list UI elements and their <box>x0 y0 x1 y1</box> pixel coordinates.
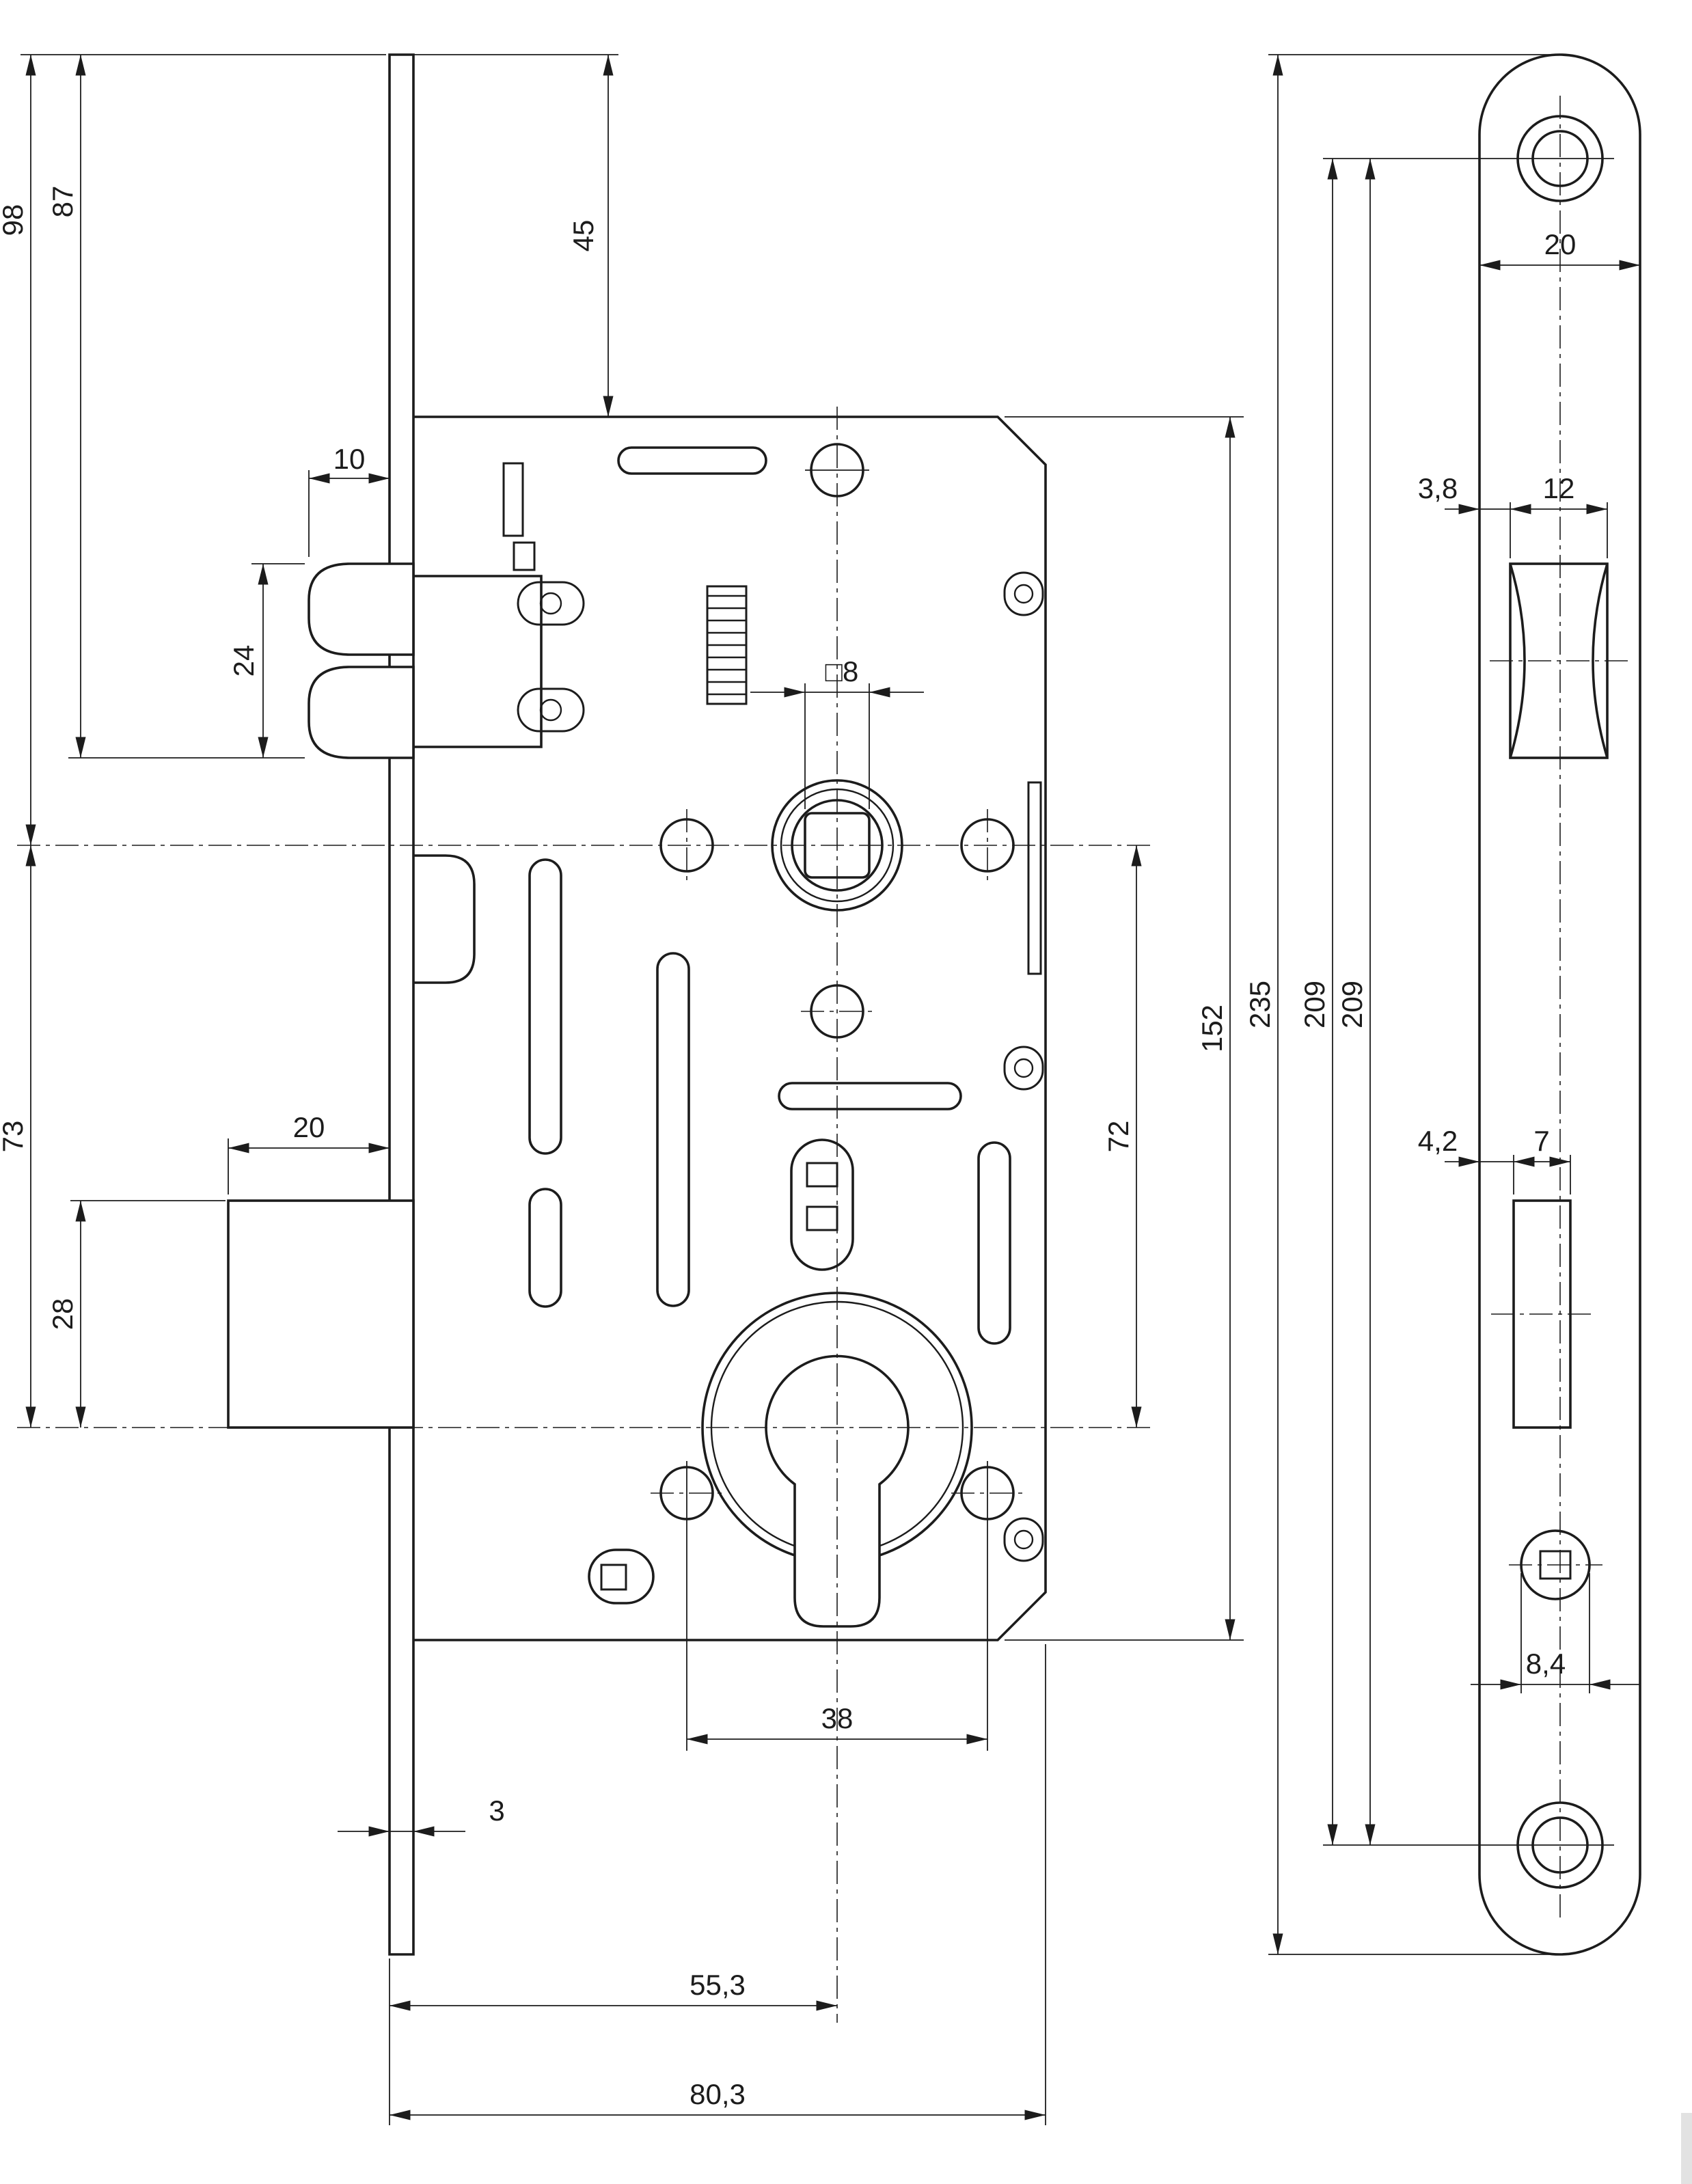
dim-square-8: □8 <box>750 655 924 809</box>
dim-72-label: 72 <box>1102 1121 1134 1153</box>
deadbolt <box>227 1199 415 1429</box>
latch-spring <box>706 585 748 705</box>
dim-20-plate-label: 20 <box>1544 228 1577 260</box>
dim-3-8: 3,8 <box>1418 472 1510 515</box>
rivet-bottom-right <box>1003 1517 1044 1562</box>
dim-98: 98 <box>0 54 386 845</box>
dim-55-3-label: 55,3 <box>690 1969 746 2001</box>
dim-10-label: 10 <box>333 443 366 475</box>
dim-98-label: 98 <box>0 204 29 236</box>
plate-bracket <box>413 854 476 984</box>
dim-38-label: 38 <box>821 1702 854 1734</box>
case-details <box>413 443 1044 1605</box>
slot-horizontal <box>778 1082 962 1110</box>
dim-3-label: 3 <box>489 1794 504 1827</box>
centerlines <box>17 407 1155 2023</box>
lock-case-outline <box>413 415 1047 1641</box>
rivet-top-right <box>1003 571 1044 616</box>
watermark-strip <box>1681 2113 1692 2184</box>
switch-block <box>790 1138 854 1271</box>
dim-28: 28 <box>46 1200 226 1428</box>
dim-235: 235 <box>1244 54 1561 1955</box>
faceplate-side <box>388 53 415 1956</box>
dim-209-a: 209 <box>1298 158 1614 1846</box>
dim-87-label: 87 <box>46 186 79 218</box>
dim-4-2-label: 4,2 <box>1418 1125 1458 1157</box>
dim-7-label: 7 <box>1533 1125 1549 1157</box>
latch-boss-bottom <box>517 687 585 733</box>
dimensions: 98 87 45 10 24 <box>0 54 1244 2125</box>
dim-24-label: 24 <box>228 645 260 677</box>
dim-73: 73 <box>0 845 36 1428</box>
faceplate-centerlines <box>1490 96 1630 1919</box>
stop-pin-block <box>513 541 536 571</box>
slot-left-lower <box>528 1188 562 1308</box>
dim-12: 12 <box>1510 472 1608 558</box>
dim-152: 152 <box>1005 416 1244 1641</box>
dim-209-a-label: 209 <box>1298 981 1331 1028</box>
dim-28-label: 28 <box>46 1298 79 1330</box>
dim-4-2: 4,2 <box>1418 1125 1514 1167</box>
dim-20-plate: 20 <box>1479 228 1640 271</box>
dim-12-label: 12 <box>1543 472 1575 504</box>
dim-20-bolt-label: 20 <box>293 1111 325 1143</box>
latch-boss-top <box>517 581 585 626</box>
dim-10: 10 <box>308 443 390 557</box>
rivet-mid-right <box>1003 1046 1044 1091</box>
slot-left-upper <box>528 858 562 1155</box>
faceplate-front-view: 20 3,8 12 4,2 7 <box>1244 53 1641 1956</box>
dim-55-3: 55,3 <box>389 1958 837 2125</box>
dim-73-label: 73 <box>0 1121 29 1153</box>
dim-45-label: 45 <box>567 220 599 252</box>
dim-24: 24 <box>68 563 305 759</box>
latch-tail <box>413 575 543 748</box>
latch-bolt <box>308 562 415 759</box>
dim-8-4: 8,4 <box>1471 1573 1640 1693</box>
dim-209-b-label: 209 <box>1336 981 1368 1028</box>
dim-80-3-label: 80,3 <box>690 2078 746 2110</box>
dim-152-label: 152 <box>1196 1005 1228 1052</box>
stop-oval <box>588 1548 655 1605</box>
dim-square-8-label: □8 <box>825 655 859 687</box>
lock-body-view: 98 87 45 10 24 <box>0 53 1244 2125</box>
dim-20-bolt: 20 <box>228 1111 390 1195</box>
right-rib <box>1027 781 1042 975</box>
dim-38: 38 <box>686 1461 988 1751</box>
slot-right <box>977 1141 1011 1345</box>
dim-3: 3 <box>338 1794 505 1837</box>
top-slot <box>617 446 767 475</box>
dim-3-8-label: 3,8 <box>1418 472 1458 504</box>
dim-209-b: 209 <box>1336 159 1376 1845</box>
dim-80-3: 80,3 <box>390 1644 1046 2125</box>
slot-middle <box>656 952 690 1307</box>
dim-45: 45 <box>413 54 618 417</box>
faceplate-dimensions: 20 3,8 12 4,2 7 <box>1244 54 1640 1955</box>
dim-72: 72 <box>1102 845 1142 1428</box>
dim-7: 7 <box>1513 1125 1571 1195</box>
dim-235-label: 235 <box>1244 981 1276 1028</box>
stop-pin <box>502 462 524 537</box>
dim-8-4-label: 8,4 <box>1526 1648 1566 1680</box>
dim-87: 87 <box>46 55 86 758</box>
